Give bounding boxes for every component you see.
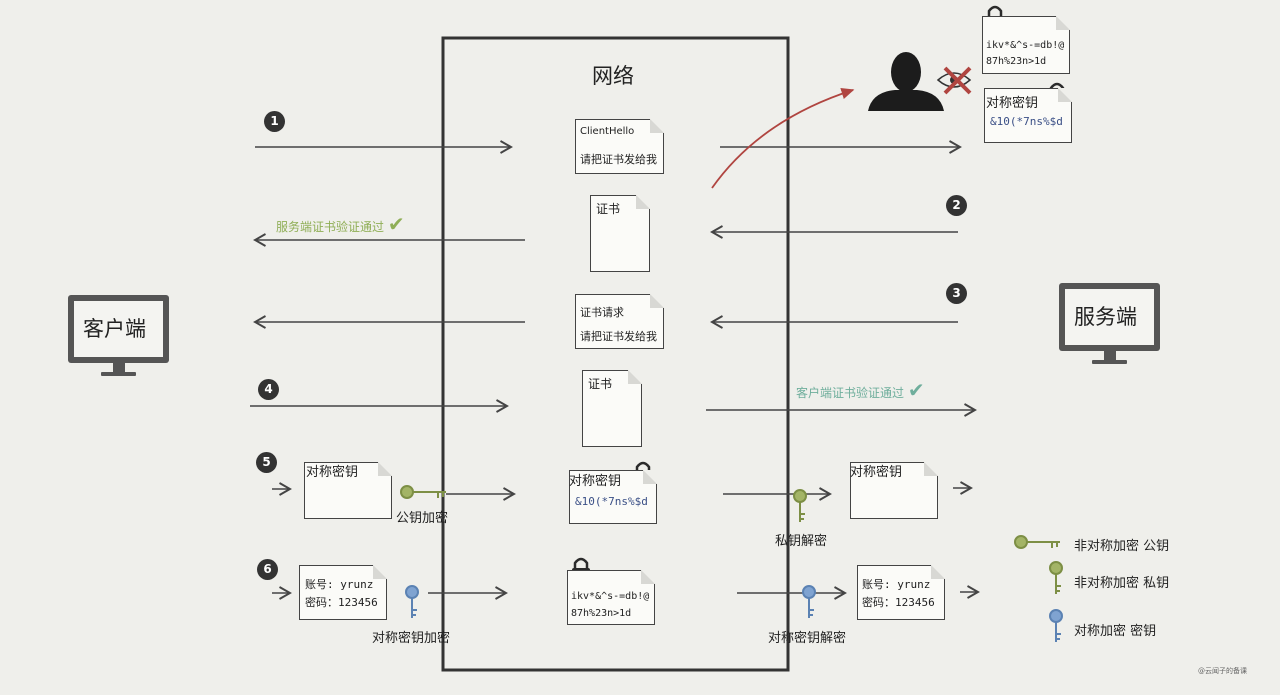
client-symmetric-key-doc [304, 462, 392, 519]
intercepted-key-cipher: &10(*7ns%$d [990, 115, 1063, 128]
server-symmetric-key-doc [850, 462, 938, 519]
blocked-eye-icon [936, 66, 972, 95]
intercepted-data-line1: ikv*&^s-=db!@ [986, 40, 1065, 51]
encrypted-key-title: 对称密钥 [569, 474, 622, 489]
attacker-icon [868, 52, 944, 111]
client-account-line2: 密码：123456 [305, 596, 378, 609]
step-3: 3 [946, 283, 967, 304]
client-certificate-doc [582, 370, 642, 447]
legend-public-key-icon [1014, 535, 1060, 549]
cert-request-line2: 请把证书发给我 [580, 330, 657, 343]
client-account-line1: 账号: yrunz [305, 578, 374, 591]
network-title: 网络 [592, 64, 634, 88]
watermark: @云闻子的备课 [1198, 667, 1247, 675]
server-account-doc [857, 565, 945, 620]
legend-public-key-label: 非对称加密 公钥 [1074, 539, 1170, 554]
intercepted-data-line2: 87h%23n>1d [986, 56, 1047, 67]
intercepted-data-doc [982, 16, 1070, 74]
step-2: 2 [946, 195, 967, 216]
server-monitor-icon [1059, 283, 1160, 364]
cert-request-doc [575, 294, 664, 349]
pubkey-encrypt-label: 公钥加密 [396, 511, 449, 526]
arrow-client-cert [250, 399, 977, 417]
legend-private-key-icon [1049, 561, 1063, 594]
server-symmetric-key-title: 对称密钥 [850, 465, 903, 480]
eavesdrop-arrow [711, 88, 855, 189]
client-certificate-title: 证书 [588, 377, 613, 391]
certificate-doc [590, 195, 650, 272]
step-6: 6 [257, 559, 278, 580]
client-monitor-icon [68, 295, 169, 376]
server-account-line2: 密码：123456 [862, 596, 935, 609]
secret-key-icon [405, 585, 419, 618]
client-hello-line2: 请把证书发给我 [580, 153, 657, 166]
intercepted-key-title: 对称密钥 [986, 96, 1039, 111]
client-hello-doc [575, 119, 664, 174]
certificate-title: 证书 [596, 202, 621, 216]
check-icon: ✔ [907, 378, 925, 402]
step-5: 5 [256, 452, 277, 473]
server-verified-label: 服务端证书验证通过 [276, 220, 385, 234]
sym-encrypt-label: 对称密钥加密 [372, 631, 451, 646]
client-verified-label: 客户端证书验证通过 [796, 386, 905, 400]
encrypted-data-line1: ikv*&^s-=db!@ [571, 591, 650, 602]
encrypted-key-cipher: &10(*7ns%$d [575, 495, 648, 508]
encrypted-data-doc [567, 570, 655, 625]
client-hello-line1: ClientHello [580, 126, 635, 137]
public-key-icon [400, 485, 446, 499]
client-verified-text: 客户端证书验证通过 ✔ [796, 378, 925, 402]
secret-key-icon [802, 585, 816, 618]
arrow-key-exchange [272, 481, 973, 501]
encrypted-key-doc [569, 470, 657, 524]
arrow-data-transfer [272, 585, 980, 600]
legend-secret-key-icon [1049, 609, 1063, 642]
privkey-decrypt-label: 私钥解密 [775, 534, 828, 549]
client-symmetric-key-title: 对称密钥 [306, 465, 359, 480]
network-box [441, 36, 790, 672]
sym-decrypt-label: 对称密钥解密 [768, 631, 847, 646]
step-4: 4 [258, 379, 279, 400]
encrypted-data-line2: 87h%23n>1d [571, 608, 632, 619]
intercepted-key-doc [984, 88, 1072, 143]
server-label: 服务端 [1074, 305, 1137, 329]
arrow-certificate [253, 225, 958, 247]
server-account-line1: 账号: yrunz [862, 578, 931, 591]
cert-request-line1: 证书请求 [580, 306, 624, 319]
legend-secret-key-label: 对称加密 密钥 [1074, 624, 1157, 639]
legend-private-key-label: 非对称加密 私钥 [1074, 576, 1170, 591]
private-key-icon [793, 489, 807, 522]
client-label: 客户端 [83, 317, 146, 341]
step-1: 1 [264, 111, 285, 132]
server-verified-text: 服务端证书验证通过 ✔ [276, 212, 405, 236]
check-icon: ✔ [387, 212, 405, 236]
client-account-doc [299, 565, 387, 620]
